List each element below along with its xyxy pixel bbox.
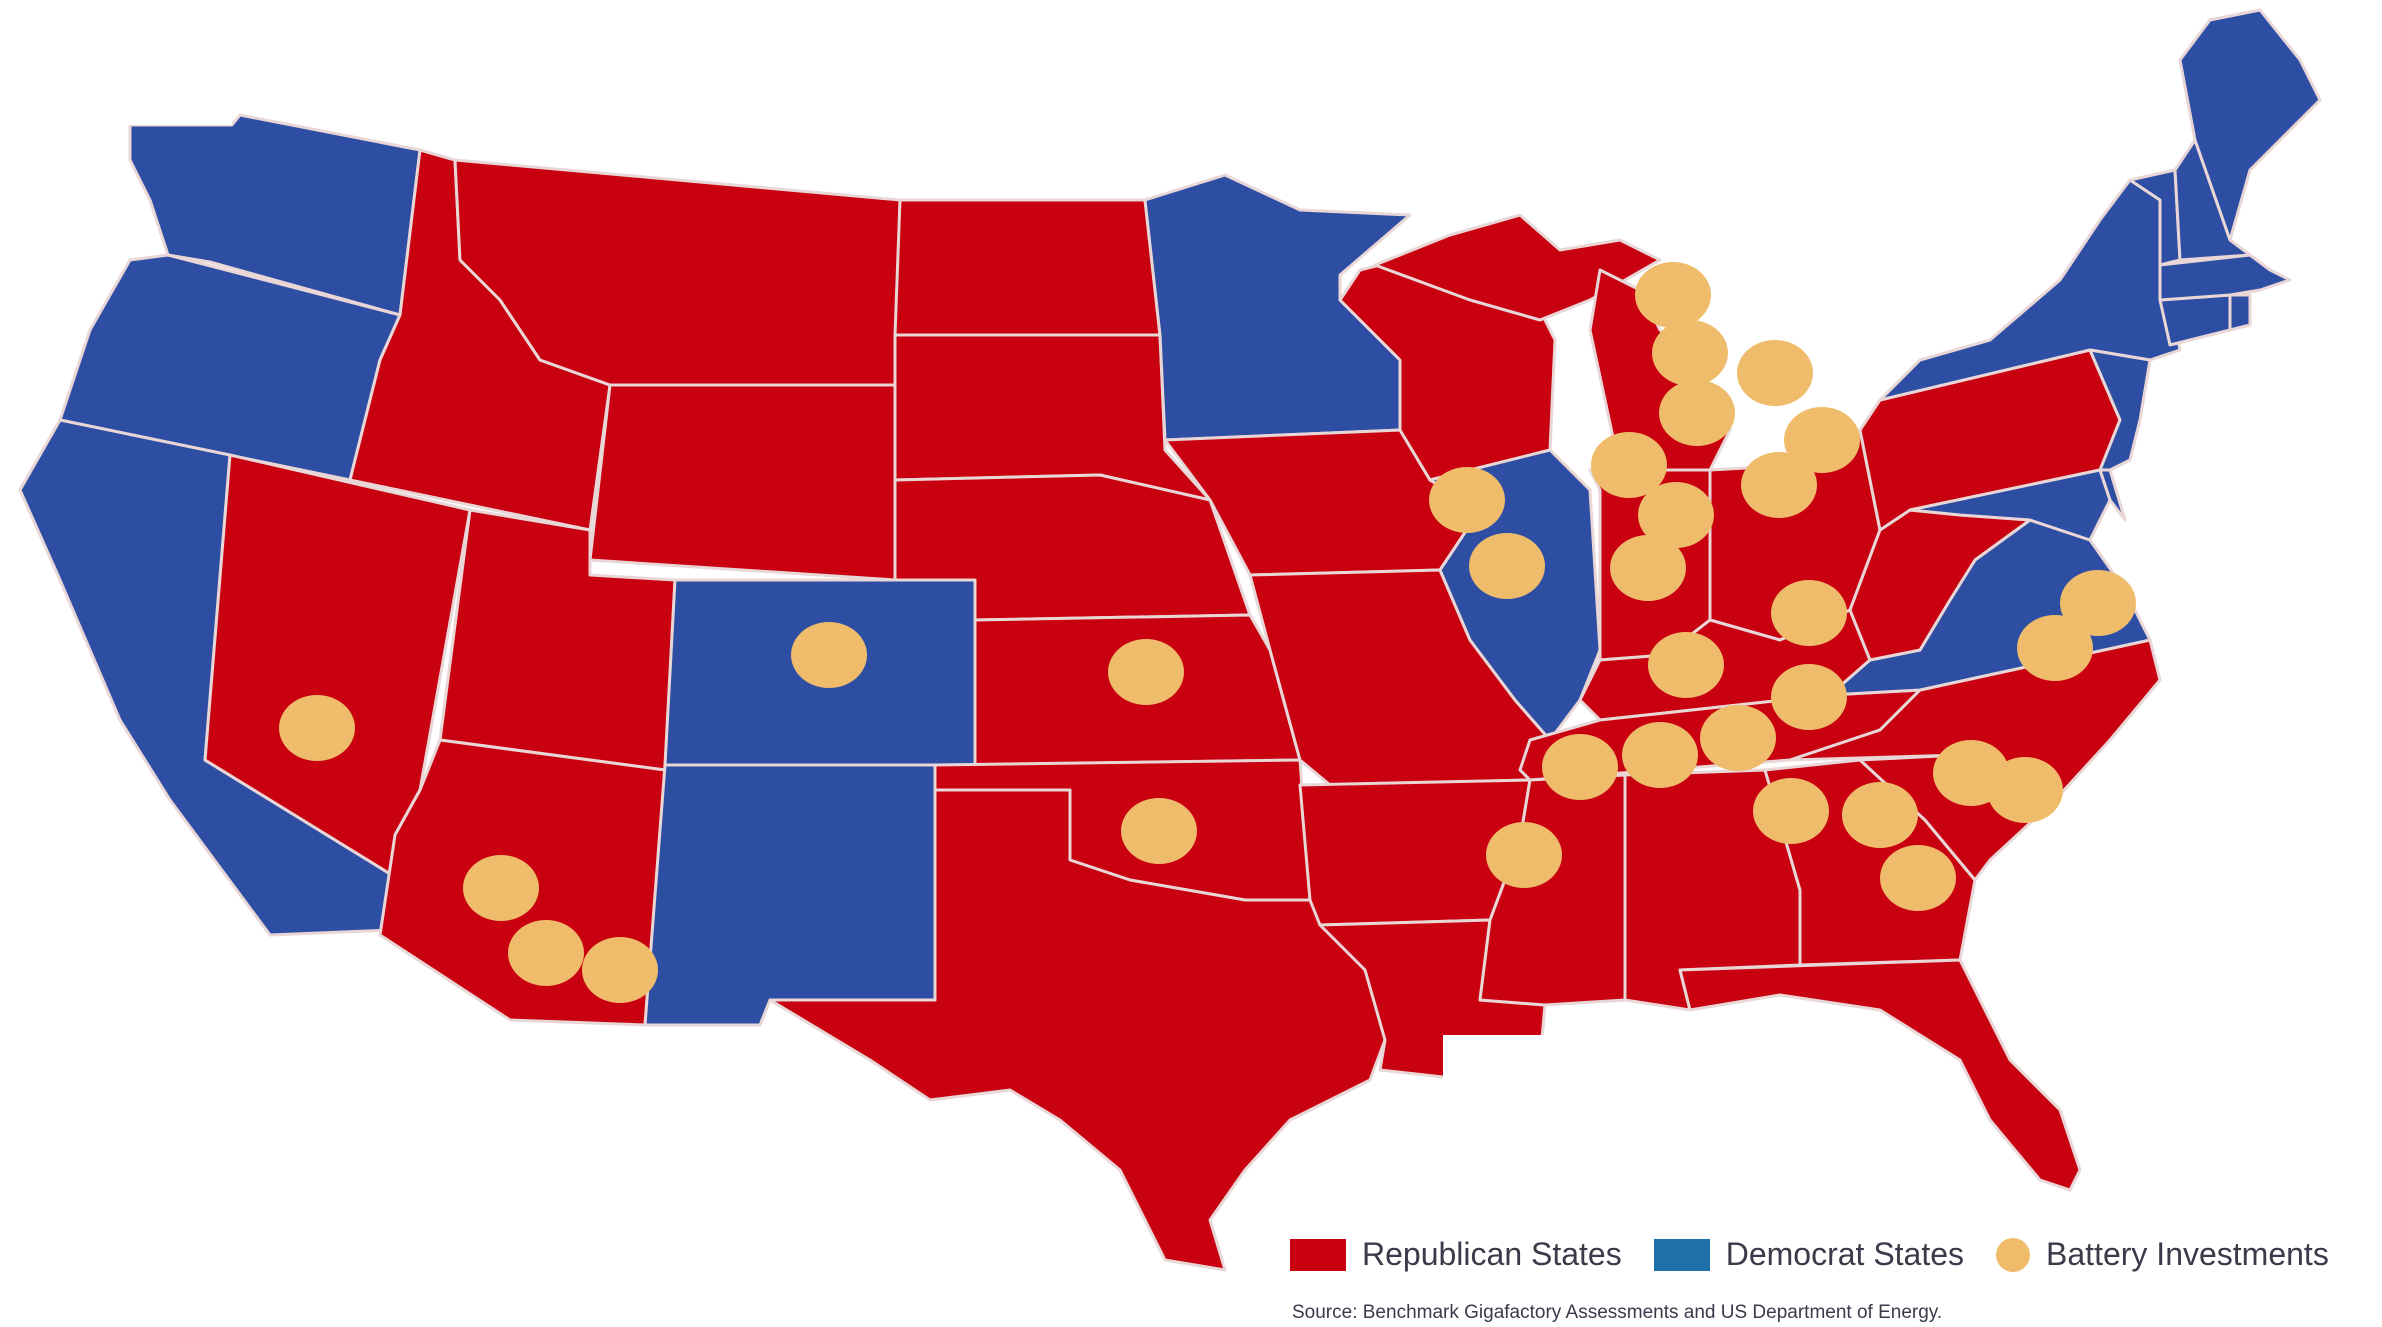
blank-overlay-gulf	[1443, 1035, 1903, 1163]
battery-investment-marker	[1784, 407, 1860, 473]
democrat-swatch	[1653, 1238, 1710, 1271]
battery-investment-marker	[1659, 380, 1735, 446]
battery-investment-marker	[1469, 533, 1545, 599]
state-maine	[2178, 8, 2322, 242]
battery-swatch	[1996, 1237, 2031, 1272]
battery-investment-marker	[1987, 757, 2063, 823]
battery-investment-marker	[2060, 570, 2136, 636]
battery-investment-marker	[1700, 705, 1776, 771]
source-note: Source: Benchmark Gigafactory Assessment…	[1292, 1302, 1943, 1323]
legend-label-democrat: Democrat States	[1725, 1236, 1965, 1272]
battery-investment-marker	[1121, 798, 1197, 864]
battery-investment-markers	[279, 262, 2136, 1003]
state-delaware	[2098, 468, 2127, 522]
blank-overlay-top-left	[0, 0, 232, 125]
battery-investment-marker	[1486, 822, 1562, 888]
state-vermont	[2128, 168, 2182, 267]
state-texas	[768, 788, 1387, 1272]
state-connecticut	[2158, 293, 2232, 347]
battery-investment-marker	[1842, 782, 1918, 848]
battery-investment-marker	[582, 937, 658, 1003]
state-new-mexico	[643, 763, 937, 1027]
state-massachusetts	[2158, 253, 2292, 302]
battery-investment-marker	[508, 920, 584, 986]
legend-label-republican: Republican States	[1362, 1236, 1622, 1272]
state-new-jersey	[2088, 348, 2152, 472]
battery-investment-marker	[1737, 340, 1813, 406]
battery-investment-marker	[1880, 845, 1956, 911]
battery-investment-marker	[279, 695, 355, 761]
battery-investment-marker	[1635, 262, 1711, 328]
battery-investment-marker	[1429, 467, 1505, 533]
battery-investment-marker	[1610, 535, 1686, 601]
state-rhode-island	[2228, 293, 2252, 332]
legend-item-democrat: Democrat States	[1653, 1236, 1965, 1273]
republican-swatch	[1290, 1238, 1346, 1271]
battery-investment-marker	[1542, 734, 1618, 800]
battery-investment-marker	[1652, 320, 1728, 386]
battery-investment-marker	[1591, 432, 1667, 498]
legend-label-battery: Battery Investments	[2046, 1236, 2329, 1272]
map-legend: Republican States Democrat States Batter…	[1290, 1236, 2361, 1273]
state-wyoming	[588, 383, 897, 582]
legend-item-battery: Battery Investments	[1996, 1236, 2329, 1273]
battery-investment-marker	[1741, 452, 1817, 518]
state-new-hampshire	[2173, 138, 2252, 262]
state-north-dakota	[893, 198, 1162, 337]
state-michigan-upper	[1373, 213, 1662, 322]
state-washington	[128, 113, 422, 317]
battery-investment-marker	[463, 855, 539, 921]
battery-investment-marker	[1648, 632, 1724, 698]
battery-investment-marker	[1108, 639, 1184, 705]
legend-item-republican: Republican States	[1290, 1236, 1622, 1273]
battery-investment-marker	[1771, 580, 1847, 646]
battery-investment-marker	[791, 622, 867, 688]
state-florida	[1678, 958, 2082, 1192]
battery-investment-marker	[1753, 778, 1829, 844]
battery-investment-marker	[1638, 482, 1714, 548]
battery-investment-marker	[1622, 722, 1698, 788]
battery-investment-marker	[1771, 664, 1847, 730]
battery-investment-marker	[2017, 615, 2093, 681]
